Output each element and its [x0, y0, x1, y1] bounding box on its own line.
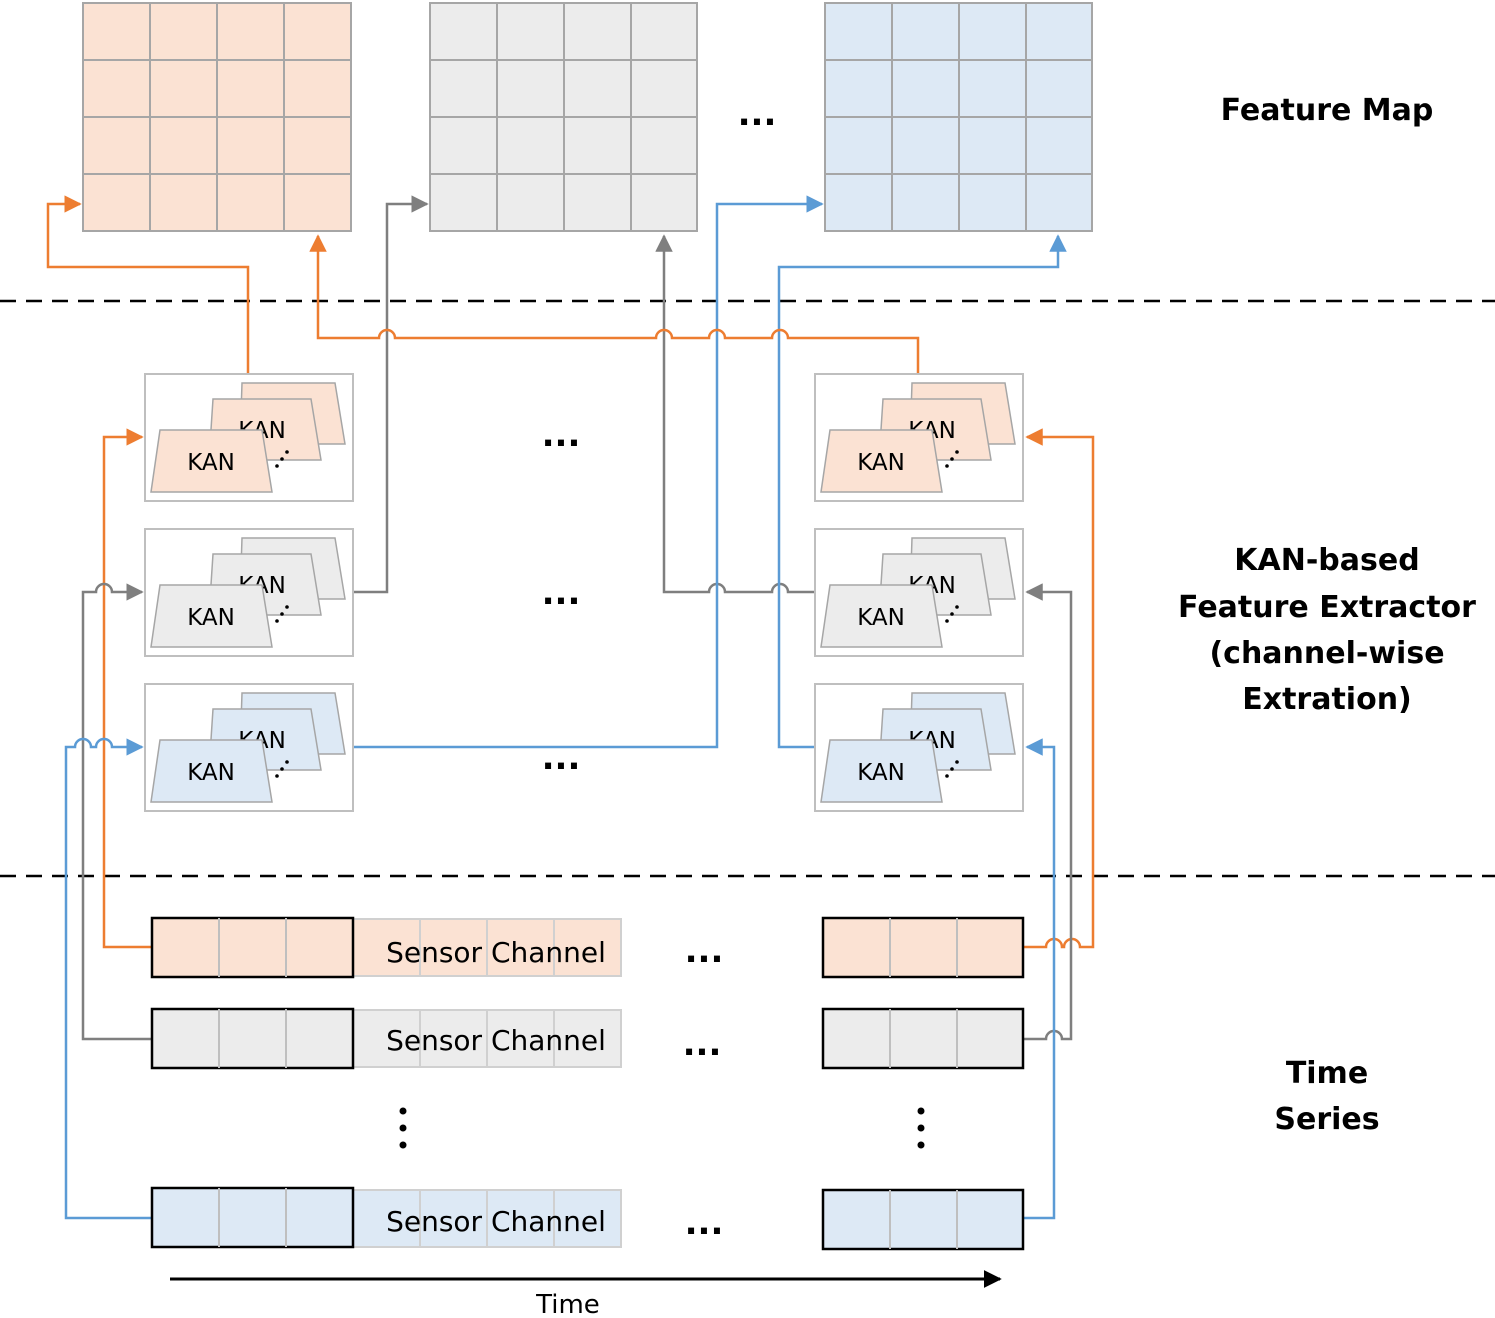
sensor-window-right-orange — [821, 916, 1025, 979]
extractor-label-line-4: Extration) — [1242, 682, 1412, 717]
connector-gray-input-left — [81, 582, 152, 1041]
kan-label-front: KAN — [187, 760, 235, 786]
kan-box-right-gray: KAN KAN — [814, 528, 1024, 657]
connector-gray-left-to-map — [353, 195, 429, 594]
kan-label-front: KAN — [857, 450, 905, 476]
feature-map-blue — [824, 2, 1093, 232]
feature-map-ellipsis: ... — [738, 94, 777, 134]
kan-label-front: KAN — [857, 605, 905, 631]
sensor-channel-label: Sensor Channel — [386, 1024, 606, 1057]
vertical-ellipsis-left — [399, 1107, 407, 1149]
connector-orange-right-to-map — [309, 234, 920, 374]
connector-gray-right-to-map — [655, 234, 815, 594]
extractor-label-line-3: (channel-wise — [1209, 636, 1444, 671]
extractor-label-line-1: KAN-based — [1234, 543, 1419, 578]
time-series-label-line-2: Series — [1274, 1102, 1379, 1137]
kan-box-right-orange: KAN KAN — [814, 373, 1024, 502]
connector-orange-input-right — [1023, 428, 1095, 949]
extractor-ellipsis-blue: ... — [542, 738, 581, 778]
kan-box-right-blue: KAN KAN — [814, 683, 1024, 812]
kan-label-front: KAN — [857, 760, 905, 786]
kan-box-left-blue: KAN KAN — [144, 683, 354, 812]
time-axis-label: Time — [535, 1290, 600, 1318]
extractor-ellipsis-gray: ... — [542, 573, 581, 613]
time-series-ellipsis-blue: ... — [685, 1203, 724, 1243]
time-series-ellipsis-gray: ... — [683, 1024, 722, 1064]
connector-blue-left-to-map — [353, 195, 824, 749]
sensor-channel-gray: Sensor Channel — [150, 1007, 622, 1070]
connector-orange-input-left — [102, 428, 152, 949]
sensor-window-right-blue — [821, 1188, 1025, 1251]
connector-gray-input-right — [1023, 583, 1073, 1041]
feature-map-gray — [429, 2, 698, 232]
sensor-channel-blue: Sensor Channel — [150, 1186, 622, 1249]
connector-blue-input-left — [64, 737, 152, 1220]
connector-orange-left-to-map — [46, 195, 250, 374]
feature-map-label: Feature Map — [1221, 93, 1434, 128]
extractor-ellipsis-orange: ... — [542, 415, 581, 455]
time-series-ellipsis-orange: ... — [685, 931, 724, 971]
kan-label-front: KAN — [187, 605, 235, 631]
vertical-ellipsis-right — [917, 1107, 925, 1149]
connector-blue-right-to-map — [777, 234, 1067, 749]
extractor-label-line-2: Feature Extractor — [1178, 590, 1476, 625]
sensor-channel-orange: Sensor Channel — [150, 916, 622, 979]
feature-map-orange — [82, 2, 352, 232]
kan-box-left-orange: KAN KAN — [144, 373, 354, 502]
connector-blue-input-right — [1023, 738, 1056, 1220]
sensor-channel-label: Sensor Channel — [386, 936, 606, 969]
kan-box-left-gray: KAN KAN — [144, 528, 354, 657]
time-series-label-line-1: Time — [1286, 1056, 1368, 1091]
sensor-channel-label: Sensor Channel — [386, 1205, 606, 1238]
kan-label-front: KAN — [187, 450, 235, 476]
sensor-window-right-gray — [821, 1007, 1025, 1070]
